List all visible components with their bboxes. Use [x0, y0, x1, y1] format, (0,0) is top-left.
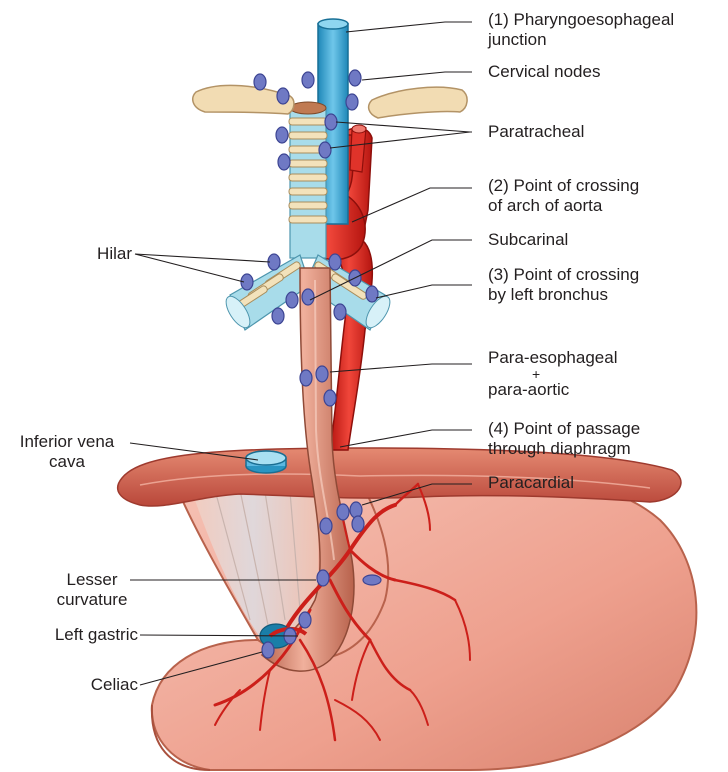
ivc-opening [246, 451, 286, 473]
label-diaphragm-passage: (4) Point of passage through diaphragm [488, 419, 640, 459]
label-cervical-nodes: Cervical nodes [488, 62, 600, 82]
label-inferior-vena-cava: Inferior vena cava [4, 432, 130, 472]
label-pharyngoesophageal: (1) Pharyngoesophageal junction [488, 10, 674, 50]
label-para-aortic: para-aortic [488, 380, 617, 400]
label-diaphragm-passage-line2: through diaphragm [488, 439, 640, 459]
trachea [289, 102, 327, 258]
label-aorta-arch-crossing-line1: (2) Point of crossing [488, 176, 639, 196]
label-lesser-curvature: Lesser curvature [52, 570, 132, 610]
label-bronchus-crossing-line2: by left bronchus [488, 285, 639, 305]
label-paratracheal: Paratracheal [488, 122, 584, 142]
label-plus-sign: + [488, 368, 617, 380]
label-bronchus-crossing-line1: (3) Point of crossing [488, 265, 639, 285]
label-left-gastric: Left gastric [10, 625, 138, 645]
label-bronchus-crossing: (3) Point of crossing by left bronchus [488, 265, 639, 305]
label-hilar: Hilar [60, 244, 132, 264]
label-pharyngoesophageal-line2: junction [488, 30, 674, 50]
label-celiac: Celiac [40, 675, 138, 695]
label-para-esophageal: Para-esophageal + para-aortic [488, 348, 617, 400]
label-diaphragm-passage-line1: (4) Point of passage [488, 419, 640, 439]
label-para-esophageal-line1: Para-esophageal [488, 348, 617, 368]
label-lesser-curvature-line2: curvature [52, 590, 132, 610]
label-subcarinal: Subcarinal [488, 230, 568, 250]
label-paracardial: Paracardial [488, 473, 574, 493]
left-bronchus [221, 255, 310, 331]
label-inferior-vena-cava-line2: cava [4, 452, 130, 472]
label-lesser-curvature-line1: Lesser [52, 570, 132, 590]
label-aorta-arch-crossing-line2: of arch of aorta [488, 196, 639, 216]
label-inferior-vena-cava-line1: Inferior vena [4, 432, 130, 452]
label-pharyngoesophageal-line1: (1) Pharyngoesophageal [488, 10, 674, 30]
label-aorta-arch-crossing: (2) Point of crossing of arch of aorta [488, 176, 639, 216]
